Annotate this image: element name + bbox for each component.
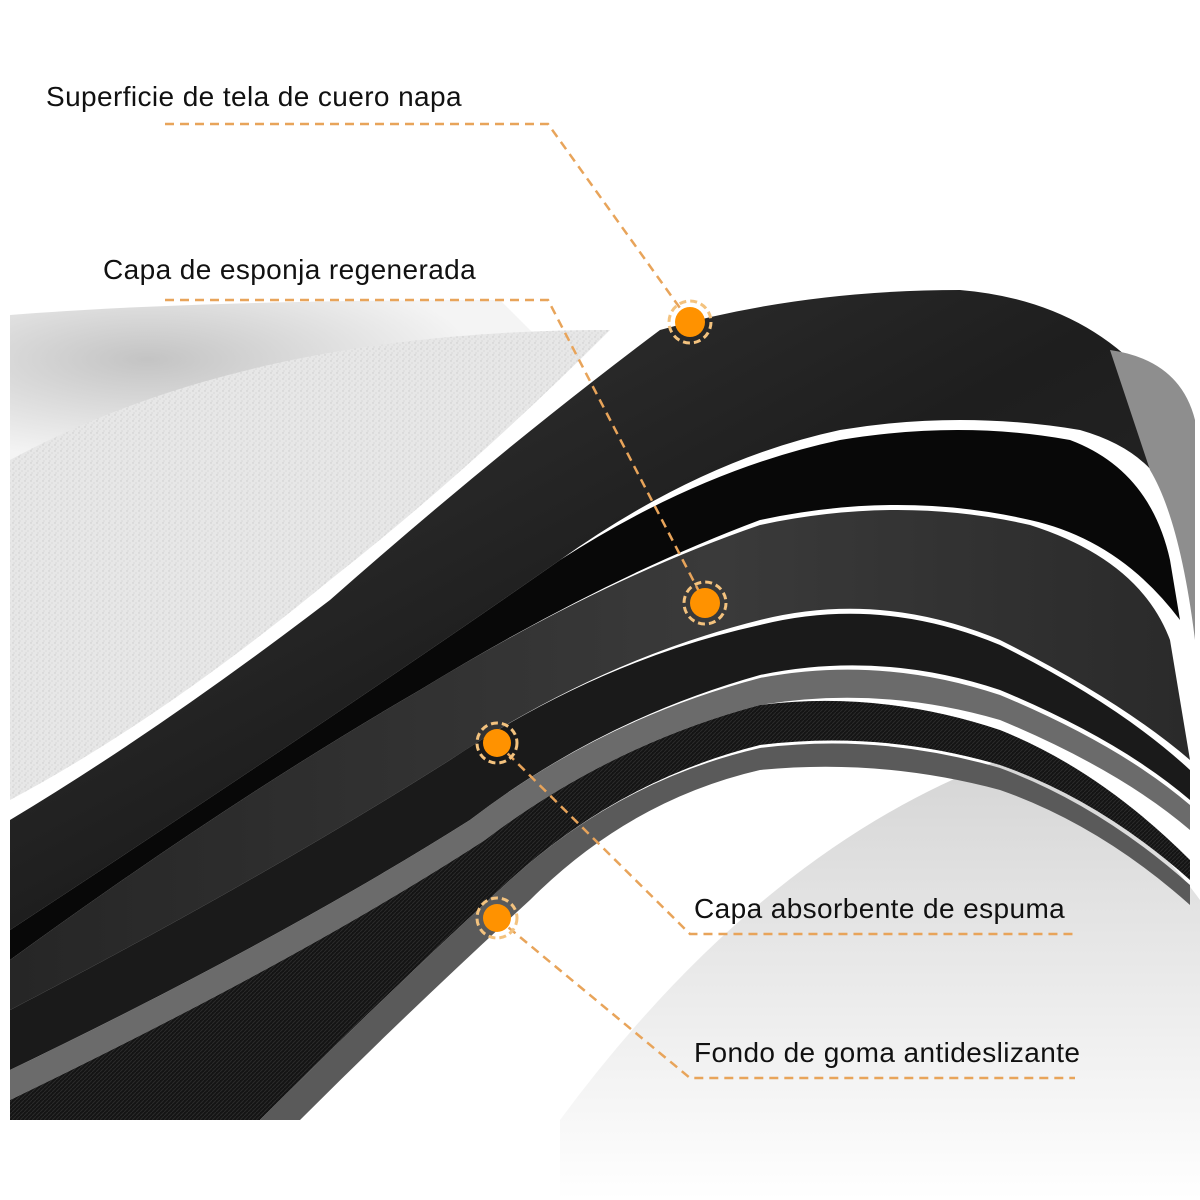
marker-4 [475, 896, 519, 940]
marker-dot-icon [483, 904, 511, 932]
marker-1 [667, 299, 713, 345]
separator-stripe [10, 669, 1190, 1100]
marker-3 [475, 721, 519, 765]
marker-dot-icon [690, 588, 720, 618]
leader-line-2 [165, 298, 707, 604]
leader-line-3 [496, 742, 1075, 936]
marker-dot-icon [483, 729, 511, 757]
label-sponge-layer: Capa de esponja regenerada [103, 254, 477, 285]
leather-surface-layer [10, 290, 1170, 930]
rubber-bottom-layer [10, 700, 1190, 1120]
label-rubber-bottom: Fondo de goma antideslizante [694, 1037, 1081, 1068]
floor-shadow [560, 760, 1200, 1200]
layer-gap [10, 430, 1180, 960]
leader-line-4 [496, 917, 1075, 1080]
leader-line-1 [165, 122, 692, 323]
mat-rim [1110, 350, 1195, 640]
label-foam-layer: Capa absorbente de espuma [694, 893, 1066, 924]
label-leather-surface: Superficie de tela de cuero napa [46, 81, 462, 112]
foam-layer [10, 613, 1190, 1070]
leader-lines [165, 122, 1075, 1080]
speckled-underside [10, 330, 610, 800]
marker-2 [682, 580, 728, 626]
marker-dot-icon [675, 307, 705, 337]
sponge-layer [10, 510, 1190, 1010]
